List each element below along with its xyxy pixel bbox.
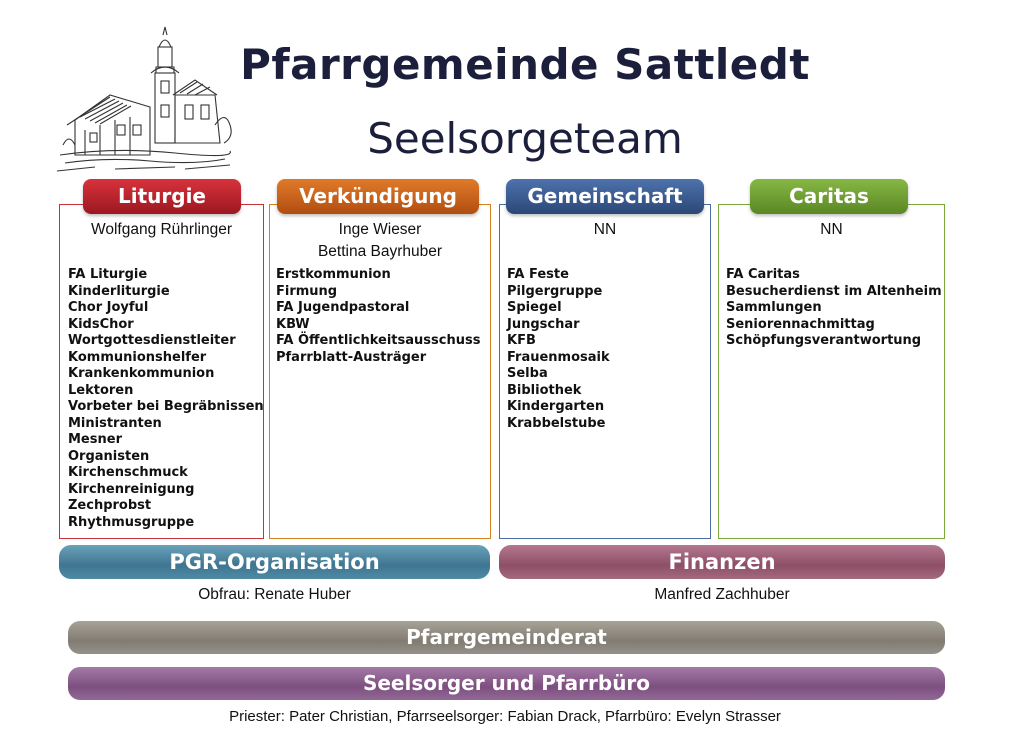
seelsorger-pfarrbuero-band: Seelsorger und Pfarrbüro <box>68 667 945 700</box>
page-title: Pfarrgemeinde Sattledt <box>240 40 810 89</box>
list-item: Ministranten <box>68 415 162 431</box>
list-item: Mesner <box>68 432 122 447</box>
list-item: Vorbeter bei Begräbnissen <box>68 399 264 414</box>
list-item: Organisten <box>68 448 150 464</box>
list-item: Jungschar <box>507 316 580 332</box>
list-item: Pfarrblatt-Austräger <box>276 349 427 365</box>
list-item: FA Caritas <box>726 267 800 282</box>
finanzen-person: Manfred Zachhuber <box>654 586 790 603</box>
list-item: Wortgottesdienstleiter <box>68 333 236 348</box>
list-item: Frauenmosaik <box>507 349 610 365</box>
list-item: Chor Joyful <box>68 300 149 315</box>
list-item: Besucherdienst im Altenheim <box>726 283 942 299</box>
list-item: KBW <box>276 316 310 332</box>
list-item: Kinderliturgie <box>68 283 170 299</box>
gemeinschaft-list: FA Feste Pilgergruppe Spiegel Jungschar … <box>507 267 610 432</box>
list-item: Kirchenschmuck <box>68 465 188 480</box>
caritas-person: NN <box>820 221 843 238</box>
list-item: Schöpfungsverantwortung <box>726 333 922 348</box>
pfarrgemeinderat-band: Pfarrgemeinderat <box>68 621 945 654</box>
list-item: FA Öffentlichkeitsausschuss <box>276 333 481 348</box>
verkuendigung-person-2: Bettina Bayrhuber <box>317 243 443 260</box>
gemeinschaft-header: Gemeinschaft <box>506 179 704 214</box>
seelsorger-pfarrbuero-names: Priester: Pater Christian, Pfarrseelsorg… <box>229 708 781 725</box>
list-item: Selba <box>507 366 548 381</box>
verkuendigung-box <box>269 204 491 539</box>
pgr-organisation-person: Obfrau: Renate Huber <box>198 586 351 603</box>
page-subtitle: Seelsorgeteam <box>367 114 683 163</box>
list-item: Krabbelstube <box>507 415 606 431</box>
list-item: KidsChor <box>68 316 134 332</box>
verkuendigung-list: Erstkommunion Firmung FA Jugendpastoral … <box>276 267 480 366</box>
list-item: Kommunionshelfer <box>68 349 207 365</box>
list-item: Bibliothek <box>507 382 582 398</box>
verkuendigung-header: Verkündigung <box>277 179 479 214</box>
list-item: Rhythmusgruppe <box>68 514 195 530</box>
list-item: Lektoren <box>68 382 134 398</box>
list-item: Sammlungen <box>726 300 822 315</box>
caritas-box <box>718 204 945 539</box>
list-item: Firmung <box>276 283 338 299</box>
list-item: FA Liturgie <box>68 267 148 282</box>
pgr-organisation-band: PGR-Organisation <box>59 545 490 579</box>
gemeinschaft-person: NN <box>593 221 617 238</box>
list-item: Spiegel <box>507 300 562 315</box>
finanzen-band: Finanzen <box>499 545 945 579</box>
list-item: FA Jugendpastoral <box>276 300 410 315</box>
list-item: Kirchenreinigung <box>68 481 195 497</box>
list-item: Erstkommunion <box>276 267 391 282</box>
liturgie-header: Liturgie <box>83 179 241 214</box>
list-item: Krankenkommunion <box>68 366 215 381</box>
list-item: KFB <box>507 333 536 348</box>
verkuendigung-person-1: Inge Wieser <box>338 221 422 238</box>
list-item: FA Feste <box>507 267 569 282</box>
caritas-header: Caritas <box>750 179 908 214</box>
liturgie-box <box>59 204 264 539</box>
church-sketch-logo <box>56 26 232 172</box>
list-item: Pilgergruppe <box>507 283 603 299</box>
liturgie-list: FA Liturgie Kinderliturgie Chor Joyful K… <box>68 267 264 531</box>
list-item: Zechprobst <box>68 498 152 513</box>
liturgie-person: Wolfgang Rührlinger <box>90 221 232 238</box>
caritas-list: FA Caritas Besucherdienst im Altenheim S… <box>726 267 942 350</box>
list-item: Seniorennachmittag <box>726 316 875 332</box>
list-item: Kindergarten <box>507 399 605 414</box>
